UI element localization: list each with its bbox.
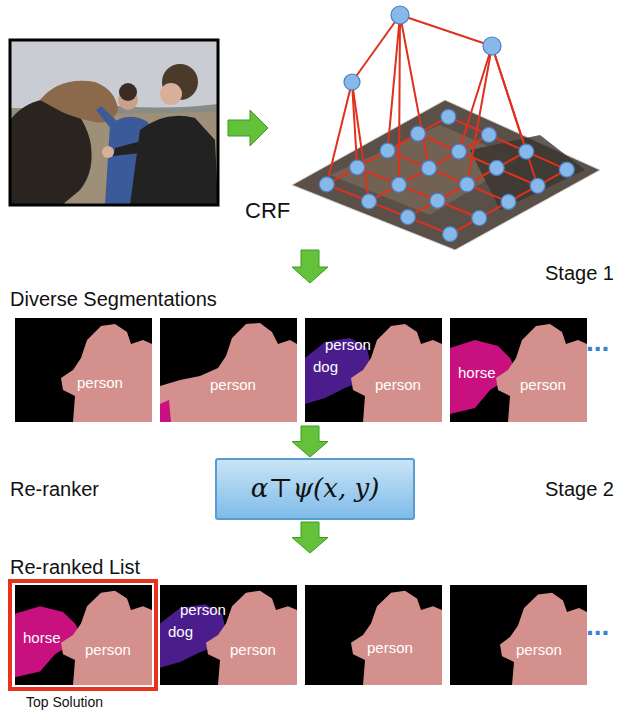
crf-node	[501, 194, 516, 209]
class-label: person	[325, 336, 371, 353]
segmentation-image: horse person	[15, 585, 152, 685]
class-label: dog	[168, 623, 193, 640]
stage-label: Stage 2	[545, 478, 614, 501]
solution-row: Diverse Segmentations person person person d…	[5, 284, 621, 424]
crf-node	[443, 227, 458, 242]
segmentation-mask	[305, 585, 442, 685]
caption-label: Top Solution	[26, 694, 103, 710]
crf-node	[391, 6, 409, 24]
stage-label: Stage 1	[545, 262, 614, 285]
crf-node	[483, 37, 501, 55]
segmentation-mask	[160, 318, 297, 422]
formula-text: α⊤ψ(x, y)	[251, 474, 380, 504]
crf-node	[361, 194, 376, 209]
class-label: person	[367, 639, 413, 656]
reranker-box: α⊤ψ(x, y)	[215, 458, 415, 520]
segmentation-mask	[450, 585, 587, 685]
crf-node	[391, 177, 406, 192]
heading: Re-ranked List	[10, 556, 140, 579]
row-label: Re-ranker	[10, 478, 99, 501]
crf-node	[530, 178, 545, 193]
segmentation-image: horse person	[450, 318, 587, 422]
crf-node	[319, 177, 334, 192]
flow-arrow	[292, 426, 328, 457]
crf-node	[400, 210, 415, 225]
crf-node	[410, 126, 425, 141]
crf-edge	[352, 82, 357, 167]
crf-edge	[399, 15, 400, 185]
class-label: person	[180, 601, 226, 618]
heading: Diverse Segmentations	[10, 288, 217, 311]
crf-node	[472, 211, 487, 226]
top-solution-frame	[10, 581, 156, 689]
class-label: person	[85, 641, 131, 658]
crf-edge	[327, 82, 352, 184]
class-label: horse	[458, 364, 496, 381]
ellipsis: ...	[586, 610, 609, 642]
segmentation-image: person dog person	[305, 318, 442, 422]
segmentation-image: person	[15, 318, 152, 422]
flow-arrow	[292, 522, 328, 553]
segmentation-image: person	[160, 318, 297, 422]
class-label: dog	[313, 358, 338, 375]
segmentation-image: person	[305, 585, 442, 685]
flow-arrow	[228, 110, 268, 146]
input-photo	[10, 40, 218, 205]
crf-node	[380, 143, 395, 158]
heading: CRF	[245, 198, 290, 223]
crf-node	[559, 162, 574, 177]
class-label: person	[516, 641, 562, 658]
crf-edge	[352, 15, 400, 82]
crf-node	[350, 160, 365, 175]
ellipsis: ...	[586, 326, 609, 358]
class-label: person	[77, 374, 123, 391]
crf-node	[451, 144, 466, 159]
crf-node	[519, 144, 534, 159]
crf-model: CRF	[240, 5, 605, 248]
crf-node	[489, 160, 504, 175]
crf-node	[441, 109, 456, 124]
class-label: person	[520, 376, 566, 393]
crf-node	[430, 193, 445, 208]
crf-edge	[388, 15, 400, 151]
crf-node	[460, 177, 475, 192]
class-label: person	[375, 376, 421, 393]
crf-node	[421, 161, 436, 176]
crf-node	[481, 127, 496, 142]
class-label: person	[210, 376, 256, 393]
crf-edge	[400, 15, 492, 46]
crf-edge	[400, 15, 429, 168]
segmentation-image: person dog person	[160, 585, 297, 685]
class-label: horse	[23, 629, 61, 646]
class-label: person	[230, 641, 276, 658]
solution-row: Re-ranked Listhorsepersonpersondogperson…	[5, 554, 621, 690]
segmentation-image: person	[450, 585, 587, 685]
crf-graph	[292, 6, 600, 250]
crf-node	[344, 74, 360, 90]
flow-arrow	[292, 250, 328, 283]
crf-edge	[352, 82, 369, 201]
segmentation-mask	[15, 318, 152, 422]
crf-edge	[467, 46, 492, 184]
